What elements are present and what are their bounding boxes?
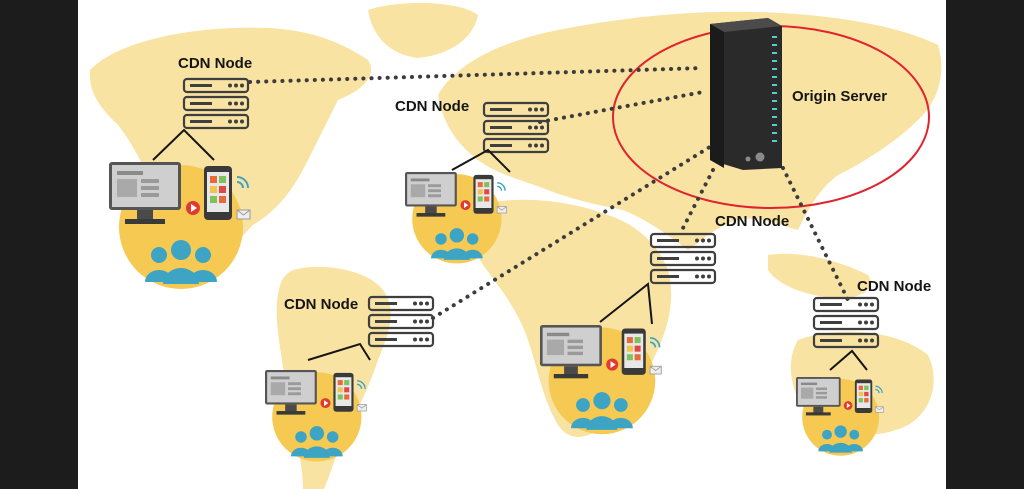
world-map <box>89 3 942 489</box>
cdn-node-label-3: CDN Node <box>284 296 359 313</box>
cdn-node-3-icon <box>367 295 435 348</box>
cdn-node-label-4: CDN Node <box>715 213 790 230</box>
client-connectors <box>152 128 868 371</box>
cdn-node-label-2: CDN Node <box>395 98 470 115</box>
diagram-graphic <box>89 3 942 489</box>
origin-server-label: Origin Server <box>792 88 888 105</box>
cdn-diagram: CDN Node CDN Node CDN Node CDN Node CDN … <box>78 0 946 489</box>
cdn-node-label-5: CDN Node <box>857 278 932 295</box>
origin-server-icon <box>710 18 782 170</box>
client-group-1 <box>108 161 251 290</box>
client-group-3 <box>264 369 368 463</box>
client-group-5 <box>795 376 885 457</box>
network-links <box>248 66 850 320</box>
cdn-node-label-1: CDN Node <box>178 55 253 72</box>
